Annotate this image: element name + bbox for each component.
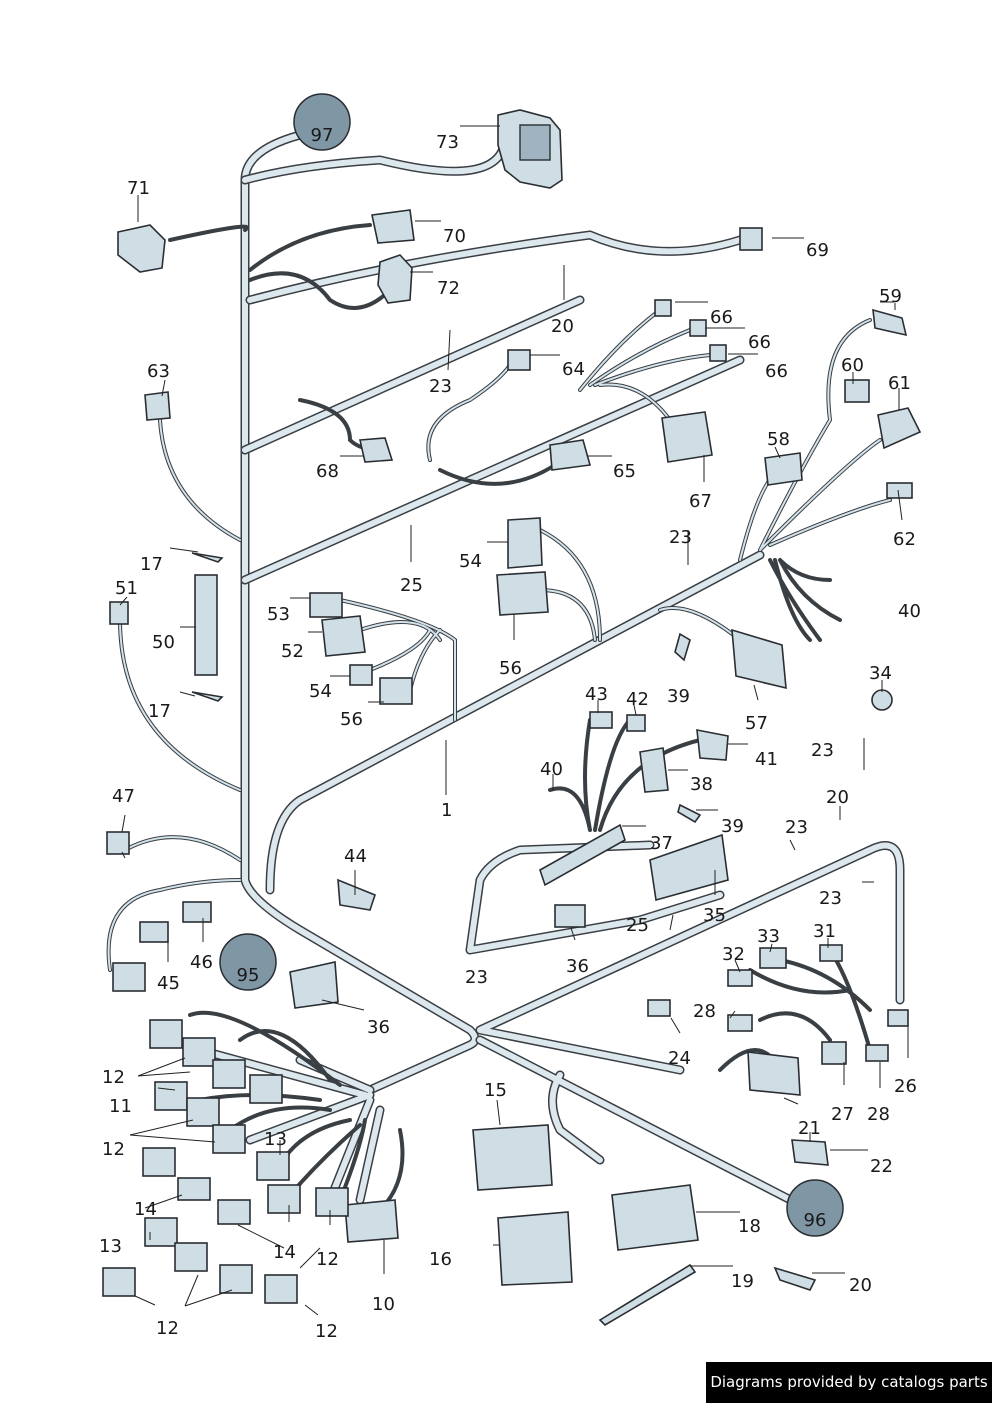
label-66a: 66 xyxy=(710,307,733,328)
label-14a: 14 xyxy=(134,1199,157,1220)
label-41: 41 xyxy=(755,749,778,770)
label-26: 26 xyxy=(894,1076,917,1097)
label-69: 69 xyxy=(806,240,829,261)
label-12d: 12 xyxy=(156,1318,179,1339)
label-73: 73 xyxy=(436,132,459,153)
label-45: 45 xyxy=(157,973,180,994)
svg-text:97: 97 xyxy=(311,125,334,146)
label-63: 63 xyxy=(147,361,170,382)
label-1: 1 xyxy=(441,800,452,821)
label-23c: 23 xyxy=(811,740,834,761)
label-12b: 12 xyxy=(102,1139,125,1160)
label-23d: 23 xyxy=(785,817,808,838)
label-49: 51 xyxy=(115,578,138,599)
connector-cluster-left xyxy=(102,1019,349,1304)
label-23b: 23 xyxy=(669,527,692,548)
label-28: 28 xyxy=(693,1001,716,1022)
label-23f: 23 xyxy=(465,967,488,988)
label-20b: 20 xyxy=(826,787,849,808)
label-35: 36 xyxy=(566,956,589,977)
badge-97: 97 xyxy=(293,93,351,151)
label-47: 47 xyxy=(112,786,135,807)
label-30: 28 xyxy=(867,1104,890,1125)
label-12a: 12 xyxy=(102,1067,125,1088)
label-12e: 12 xyxy=(315,1321,338,1342)
label-34: 35 xyxy=(703,905,726,926)
label-11: 11 xyxy=(109,1096,132,1117)
svg-text:95: 95 xyxy=(237,965,260,986)
label-59: 59 xyxy=(879,286,902,307)
label-66b: 66 xyxy=(748,332,771,353)
label-18: 18 xyxy=(738,1216,761,1237)
label-37: 37 xyxy=(650,833,673,854)
label-40b: 40 xyxy=(540,759,563,780)
label-17b: 17 xyxy=(148,701,171,722)
label-20-top: 20 xyxy=(551,316,574,337)
harness-trunks xyxy=(195,130,905,1215)
label-44: 44 xyxy=(344,846,367,867)
label-12c: 12 xyxy=(316,1249,339,1270)
label-64: 64 xyxy=(562,359,585,380)
label-23e: 23 xyxy=(819,888,842,909)
label-43: 43 xyxy=(585,684,608,705)
svg-text:96: 96 xyxy=(804,1210,827,1231)
label-33: 34 xyxy=(869,663,892,684)
label-65: 65 xyxy=(613,461,636,482)
label-67: 67 xyxy=(689,491,712,512)
label-68: 68 xyxy=(316,461,339,482)
label-71: 71 xyxy=(127,178,150,199)
label-31: 32 xyxy=(722,944,745,965)
label-10: 10 xyxy=(372,1294,395,1315)
label-72: 72 xyxy=(437,278,460,299)
label-20c: 20 xyxy=(849,1275,872,1296)
label-62: 62 xyxy=(893,529,916,550)
badge-96: 96 xyxy=(786,1179,844,1237)
label-21: 21 xyxy=(798,1118,821,1139)
label-38: 38 xyxy=(690,774,713,795)
label-19: 19 xyxy=(731,1271,754,1292)
label-53: 56 xyxy=(340,709,363,730)
components xyxy=(102,109,922,1327)
label-13b: 13 xyxy=(99,1236,122,1257)
credit-banner: Diagrams provided by catalogs parts xyxy=(706,1362,992,1403)
label-15: 15 xyxy=(484,1080,507,1101)
label-40a: 40 xyxy=(898,601,921,622)
leader-lines xyxy=(119,125,909,1316)
label-22: 22 xyxy=(870,1156,893,1177)
label-29: 27 xyxy=(831,1104,854,1125)
label-24: 24 xyxy=(668,1048,691,1069)
label-16: 16 xyxy=(429,1249,452,1270)
label-25b: 25 xyxy=(626,915,649,936)
label-61: 61 xyxy=(888,373,911,394)
label-46: 46 xyxy=(190,952,213,973)
label-58: 58 xyxy=(767,429,790,450)
label-48: 50 xyxy=(152,632,175,653)
label-23-top: 23 xyxy=(429,376,452,397)
label-56: 56 xyxy=(499,658,522,679)
label-14b: 14 xyxy=(273,1242,296,1263)
label-51: 53 xyxy=(267,604,290,625)
label-17a: 17 xyxy=(140,554,163,575)
label-66c: 66 xyxy=(765,361,788,382)
label-13a: 13 xyxy=(264,1129,287,1150)
label-50: 52 xyxy=(281,641,304,662)
label-36: 36 xyxy=(367,1017,390,1038)
label-42: 42 xyxy=(626,689,649,710)
label-60: 60 xyxy=(841,355,864,376)
label-25a: 25 xyxy=(400,575,423,596)
label-27: 31 xyxy=(813,921,836,942)
label-39b: 39 xyxy=(721,816,744,837)
callout-labels: 73 71 70 72 69 20 23 63 64 66 66 66 59 6… xyxy=(99,132,921,1342)
badge-95: 95 xyxy=(219,933,277,991)
label-39a: 39 xyxy=(667,686,690,707)
label-54: 54 xyxy=(459,551,482,572)
label-70: 70 xyxy=(443,226,466,247)
label-32: 33 xyxy=(757,926,780,947)
label-57: 57 xyxy=(745,713,768,734)
label-52: 54 xyxy=(309,681,332,702)
